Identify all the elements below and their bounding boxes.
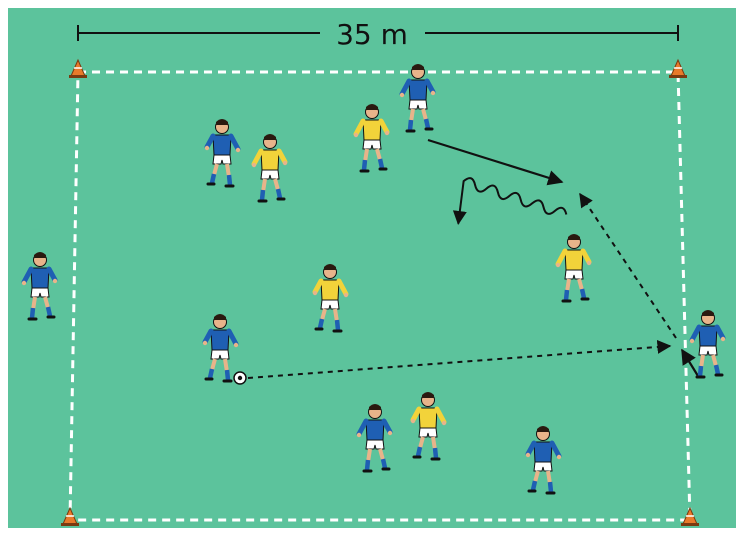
- run-arrow-upper: [427, 138, 564, 186]
- player-blue-5: [21, 252, 58, 321]
- cone-top-right: [669, 58, 687, 78]
- dribble-arrow-wavy: [452, 177, 568, 225]
- cone-bottom-left: [61, 506, 79, 526]
- player-blue-2: [204, 119, 241, 188]
- pass-arrow-diagonal: [579, 192, 677, 339]
- player-blue-10: [356, 404, 393, 473]
- player-blue-12: [525, 426, 562, 495]
- field-boundary: [68, 70, 692, 522]
- players-layer: [21, 64, 726, 495]
- dimension-indicator: 35 m: [77, 18, 679, 51]
- player-yellow-bib-4: [251, 134, 288, 203]
- player-blue-9: [689, 310, 726, 379]
- player-yellow-bib-6: [312, 264, 349, 333]
- run-arrow-short: [681, 348, 699, 377]
- player-yellow-bib-7: [555, 234, 592, 303]
- player-blue-1: [399, 64, 436, 133]
- soccer-ball-icon: [233, 371, 247, 385]
- pass-arrow-long: [247, 339, 672, 379]
- player-yellow-bib-3: [353, 104, 390, 173]
- pitch-background: [8, 8, 736, 528]
- player-yellow-bib-11: [410, 392, 447, 461]
- dimension-label: 35 m: [336, 18, 408, 51]
- cone-bottom-right: [681, 506, 699, 526]
- cone-top-left: [69, 58, 87, 78]
- player-blue-8: [202, 314, 239, 383]
